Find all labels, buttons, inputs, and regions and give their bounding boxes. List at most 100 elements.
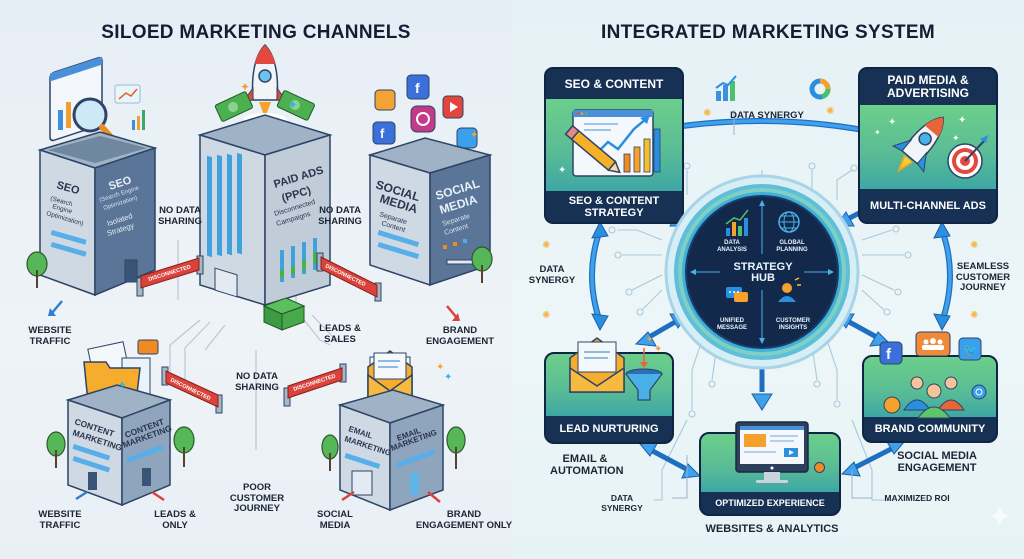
card-paid-media[interactable]: PAID MEDIA & ADVERTISING ✦ ✦ ✦ ✦ — [858, 67, 998, 224]
hub-title: STRATEGY HUB — [733, 261, 793, 284]
label-websites-analytics: WEBSITES & ANALYTICS — [705, 523, 839, 535]
siloed-panel: SILOED MARKETING CHANNELS — [0, 0, 512, 559]
card-brand-footer: BRAND COMMUNITY — [874, 423, 986, 435]
tree-icon — [26, 251, 48, 288]
tree-icon — [321, 434, 339, 471]
svg-text:✦: ✦ — [654, 344, 662, 355]
card-web-footer: OPTIMIZED EXPERIENCE — [715, 498, 825, 508]
paid-ads-building: PAID ADS (PPC) Disconnected Campaigns — [197, 43, 333, 307]
tree-icon — [471, 246, 493, 283]
svg-text:✦: ✦ — [952, 133, 960, 143]
card-lead-footer: LEAD NURTURING — [559, 423, 659, 435]
label-data-synergy: DATA SYNERGY — [730, 110, 804, 121]
label-website-traffic: WEBSITE TRAFFIC — [38, 509, 82, 531]
card-seo-illustration: ✦ — [546, 99, 682, 191]
label-leads-only: LEADS & ONLY — [154, 509, 196, 531]
card-paid-header: PAID MEDIA & ADVERTISING — [886, 73, 969, 100]
svg-text:✦: ✦ — [888, 117, 896, 128]
card-seo-header: SEO & CONTENT — [564, 76, 664, 91]
gear-icon: ✺ — [542, 240, 551, 251]
label-no-data-sharing: NO DATA SHARING — [318, 205, 362, 227]
cash-icon — [214, 90, 315, 122]
card-paid-illustration: ✦ ✦ ✦ ✦ — [860, 105, 996, 189]
card-paid-footer: MULTI-CHANNEL ADS — [870, 199, 986, 212]
rocket-target-icon: ✦ ✦ ✦ ✦ — [874, 115, 988, 179]
donut-chart-icon — [809, 78, 831, 100]
sparkle-watermark-icon: ✦ — [987, 501, 1013, 534]
customer-insight-icon — [778, 277, 801, 302]
hub-quadrant-customer-insights: CUSTOMER INSIGHTS — [775, 318, 811, 331]
tree-icon — [46, 431, 66, 468]
integrated-title: INTEGRATED MARKETING SYSTEM — [601, 22, 935, 43]
outflow-arrows — [48, 300, 460, 503]
envelope-funnel-icon: ✦ ✦ — [569, 334, 663, 401]
svg-text:✦: ✦ — [874, 128, 881, 137]
label-brand-engagement: BRAND ENGAGEMENT — [425, 325, 495, 347]
label-data-synergy: DATA SYNERGY — [601, 493, 643, 513]
svg-text:f: f — [415, 80, 420, 96]
arrow-icon — [75, 490, 88, 501]
gear-icon: ✺ — [703, 108, 712, 119]
label-leads-sales: LEADS & SALES — [319, 323, 361, 345]
chat-bubbles-icon — [726, 287, 748, 302]
hub-quadrant-global-planning: GLOBAL PLANNING — [776, 240, 808, 253]
tree-icon — [173, 426, 195, 467]
svg-text:f: f — [886, 346, 892, 363]
strategy-hub[interactable] — [662, 172, 862, 372]
envelope-icon — [367, 350, 413, 398]
gear-icon: ✺ — [826, 106, 835, 117]
siloed-title: SILOED MARKETING CHANNELS — [101, 22, 411, 43]
card-seo-footer: SEO & CONTENT STRATEGY — [568, 194, 660, 219]
arrow-icon — [341, 490, 355, 502]
label-website-traffic: WEBSITE TRAFFIC — [28, 325, 72, 347]
sparkle-icon: ✦ — [118, 380, 127, 391]
cash-stack-icon — [262, 297, 306, 331]
integrated-panel: INTEGRATED MARKETING SYSTEM — [512, 0, 1024, 559]
sparkle-icon: ✦ — [444, 372, 453, 383]
label-social-media-engagement: SOCIAL MEDIA ENGAGEMENT — [897, 450, 977, 474]
label-email-automation: EMAIL & AUTOMATION — [550, 453, 624, 477]
globe-icon — [778, 211, 800, 233]
sparkle-icon: ✦ — [470, 130, 479, 141]
label-maximized-roi: MAXIMIZED ROI — [884, 493, 950, 503]
social-icons: f f — [372, 74, 478, 149]
label-no-data-sharing: NO DATA SHARING — [235, 371, 279, 393]
label-brand-engagement-only: BRAND ENGAGEMENT ONLY — [415, 509, 513, 531]
label-data-synergy: DATA SYNERGY — [528, 264, 576, 286]
pencil-chart-icon: ✦ — [558, 109, 661, 177]
label-seamless-customer-journey: SEAMLESS CUSTOMER JOURNEY — [955, 261, 1011, 293]
arrow-icon — [427, 491, 441, 503]
sparkle-icon: ✦ — [240, 80, 251, 94]
disconnected-barrier: DISCONNECTED — [316, 252, 382, 302]
label-no-data-sharing: NO DATA SHARING — [158, 205, 202, 227]
tree-icon — [446, 426, 466, 469]
hub-quadrant-data-analysis: DATA ANALYSIS — [717, 240, 747, 253]
arrow-icon — [51, 300, 63, 314]
arrow-icon — [446, 305, 458, 319]
monitor-icon — [735, 421, 809, 483]
gear-icon: ✺ — [970, 240, 979, 251]
disconnected-barrier: DISCONNECTED — [161, 366, 223, 414]
content-marketing-building: CONTENT MARKETING CONTENT MARKETING — [65, 339, 173, 507]
label-social-media: SOCIAL MEDIA — [317, 509, 353, 531]
data-analysis-icon — [725, 209, 749, 236]
seo-building: SEO (Search Engine Optimization) SEO (Se… — [37, 56, 158, 297]
bar-chart-icon — [715, 75, 737, 101]
svg-text:✦: ✦ — [558, 165, 566, 176]
svg-text:f: f — [380, 126, 385, 141]
svg-text:🐦: 🐦 — [963, 343, 978, 357]
card-seo-content[interactable]: SEO & CONTENT ✦ — [544, 67, 684, 224]
disconnected-barrier: DISCONNECTED — [283, 363, 347, 407]
arrow-icon — [151, 490, 165, 502]
svg-text:✦: ✦ — [958, 115, 966, 126]
seo-rooftop-monitor-icon — [49, 56, 121, 148]
svg-text:✦: ✦ — [646, 334, 654, 344]
badge-icon — [814, 462, 825, 473]
disconnected-barrier: DISCONNECTED — [136, 255, 204, 297]
sparkle-icon: ✦ — [436, 362, 445, 373]
gear-icon: ✺ — [542, 310, 551, 321]
sparkle-icon: ✦ — [130, 368, 139, 379]
gear-icon: ✺ — [970, 310, 979, 321]
seo-rooftop-chart-icon — [114, 84, 145, 130]
community-icon: f 🐦 — [879, 331, 987, 419]
